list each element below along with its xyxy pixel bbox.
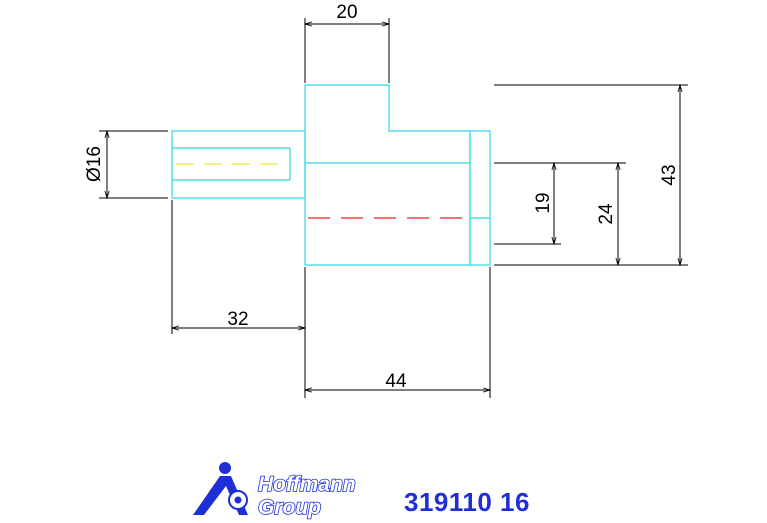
body-outline — [304, 84, 471, 266]
hoffmann-logo: Hoffmann Group — [193, 462, 356, 520]
part-number: 319110 16 — [404, 487, 530, 517]
part-outline — [171, 84, 491, 266]
dim-shaft-length: 32 — [227, 309, 248, 330]
dim-shaft-diameter: Ø16 — [84, 146, 105, 182]
dimension-lines — [99, 18, 688, 398]
end-collar — [469, 130, 491, 266]
logo-figure-icon — [193, 462, 248, 515]
logo-line1: Hoffmann — [258, 473, 356, 496]
dim-body-length: 44 — [385, 371, 407, 392]
dim-right-19: 19 — [533, 192, 554, 213]
shaft — [171, 130, 306, 199]
dim-right-24: 24 — [596, 203, 617, 225]
center-lines — [176, 163, 470, 219]
dim-top-width: 20 — [336, 2, 357, 23]
logo-line2: Group — [258, 496, 321, 519]
dim-right-43: 43 — [659, 164, 680, 185]
